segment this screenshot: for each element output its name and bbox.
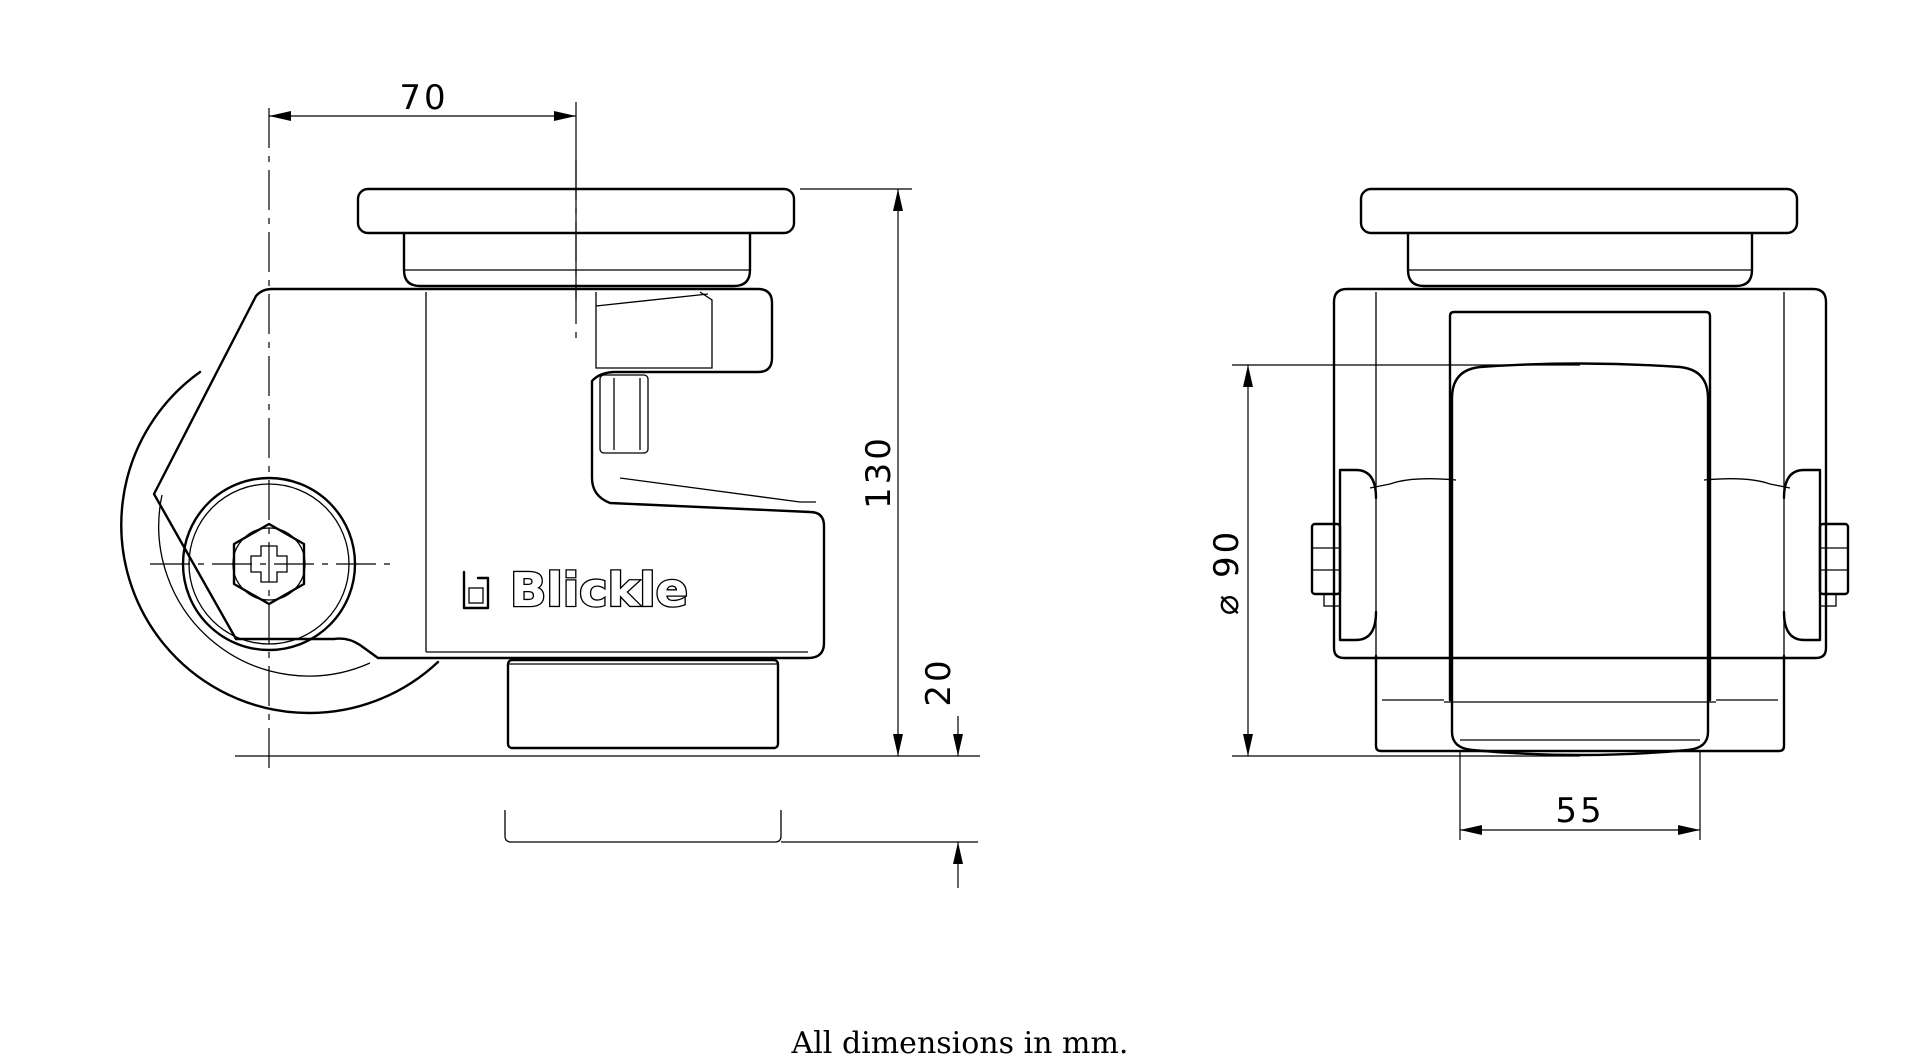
pad-travel-outline xyxy=(504,810,782,843)
left-axle-nut xyxy=(1310,522,1342,607)
logo-mark-icon xyxy=(462,570,490,610)
front-view: ⌀ 90 55 xyxy=(1207,187,1850,840)
dimension-offset-label: 70 xyxy=(399,78,448,118)
dimension-wheel-diameter: ⌀ 90 xyxy=(1207,364,1580,757)
front-axle-caps xyxy=(1338,468,1822,642)
brand-logo: Blickle xyxy=(462,562,689,618)
dimension-wheel-diameter-label: ⌀ 90 xyxy=(1207,529,1247,616)
dimension-total-height: 130 xyxy=(800,188,912,756)
side-leveling-pad xyxy=(506,658,780,750)
brand-logo-text: Blickle xyxy=(510,563,688,617)
side-wheel xyxy=(120,370,440,715)
front-top-plate xyxy=(1359,187,1799,288)
front-wheel xyxy=(1369,362,1791,757)
units-caption: All dimensions in mm. xyxy=(791,1026,1129,1061)
dimension-total-height-label: 130 xyxy=(859,435,899,509)
side-view: Blickle 70 130 xyxy=(120,78,980,888)
front-housing xyxy=(1332,287,1828,753)
dimension-adjust-height: 20 xyxy=(919,657,963,888)
screw-icon xyxy=(250,545,288,583)
side-housing xyxy=(152,287,826,660)
dimension-adjust-height-label: 20 xyxy=(919,657,959,706)
dimension-wheel-width-label: 55 xyxy=(1555,791,1604,831)
right-axle-nut xyxy=(1818,522,1850,607)
dimension-wheel-width: 55 xyxy=(1459,752,1701,840)
dimension-offset: 70 xyxy=(269,78,577,300)
